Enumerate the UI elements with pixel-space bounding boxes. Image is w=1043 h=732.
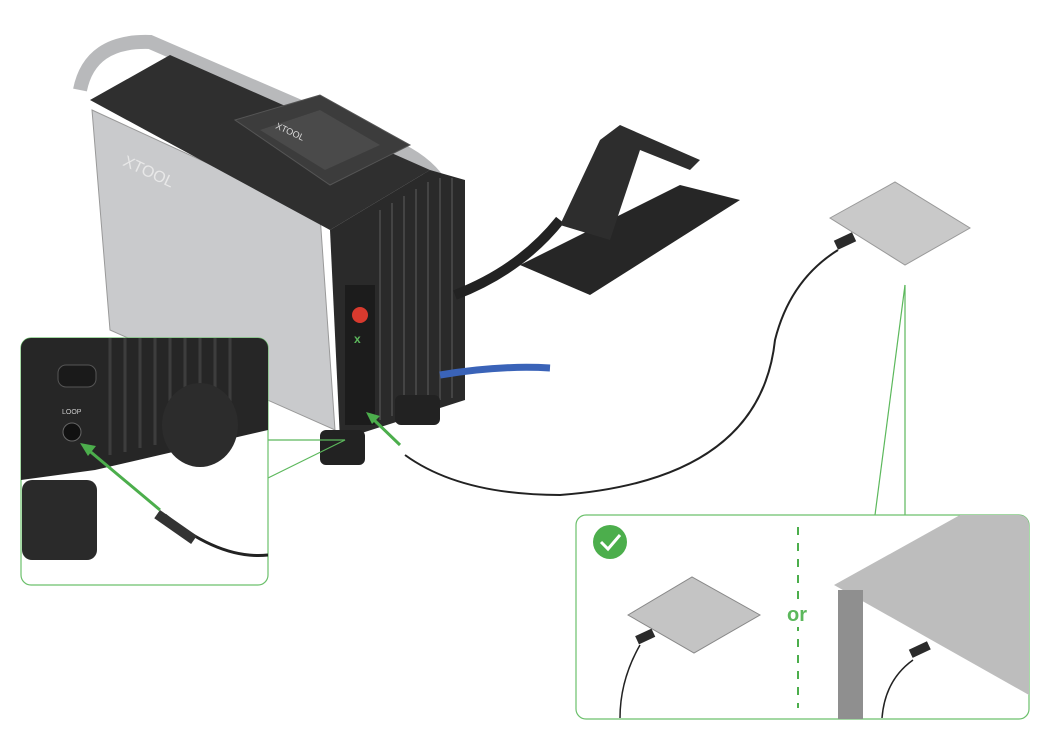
loop-port-label: LOOP <box>62 409 82 416</box>
loop-plug <box>154 509 197 545</box>
or-separator-text: or <box>787 604 807 626</box>
ground-clamp <box>833 232 857 250</box>
arrow-to-loop-port <box>85 446 161 512</box>
callout-line <box>267 439 346 479</box>
checkmark-circle-icon <box>593 525 627 559</box>
metal-table-option <box>834 515 1029 695</box>
callout-line <box>874 284 906 516</box>
grounding-options-inset <box>575 514 1030 720</box>
machine-top-panel <box>90 55 430 230</box>
loop-port-socket <box>62 422 82 442</box>
caster-wheel <box>320 430 365 465</box>
x-mark-icon: x <box>354 332 361 346</box>
ground-clamp <box>908 641 931 658</box>
torch-hose <box>453 216 564 300</box>
blue-water-hose <box>439 363 551 379</box>
caster-wheel <box>395 395 440 425</box>
ground-clamp <box>635 628 656 645</box>
arrow-to-loop-port <box>370 416 402 447</box>
loop-port-inset: LOOP <box>20 337 269 586</box>
emergency-stop-button[interactable] <box>352 307 368 323</box>
ground-plate-option <box>627 576 762 654</box>
control-panel <box>345 285 375 425</box>
welding-torch <box>560 125 700 240</box>
ground-cable <box>404 249 839 497</box>
caster-wheel <box>162 383 238 467</box>
ground-plate <box>829 181 971 266</box>
torch-stand <box>520 185 740 295</box>
